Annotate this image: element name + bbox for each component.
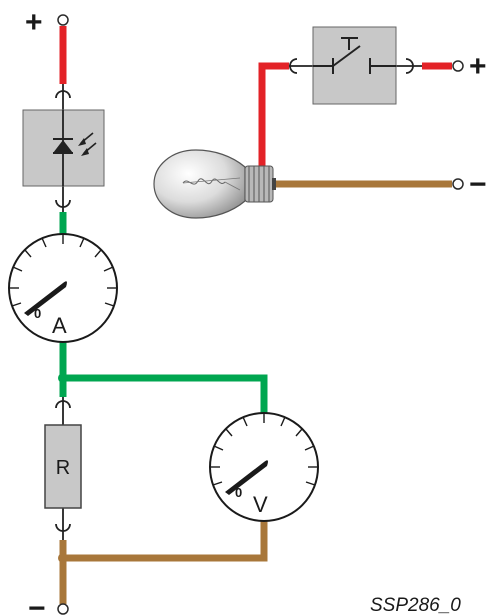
negative-sign: − [469, 168, 487, 201]
connector-jack [55, 508, 71, 540]
connector-jack [55, 186, 71, 212]
positive-sign: + [25, 6, 43, 39]
photodiode [22, 109, 105, 187]
ammeter-letter: A [52, 313, 67, 338]
pushbutton-switch [312, 26, 397, 105]
voltmeter-needle [225, 460, 268, 495]
photodiode-icon [53, 132, 97, 157]
light-bulb-icon [153, 149, 276, 219]
negative-wires [59, 180, 452, 604]
positive-wires [59, 26, 452, 175]
junction-dot [58, 373, 68, 383]
connector-jack [55, 397, 71, 425]
terminal-switch-positive: + [452, 50, 487, 83]
junction-dot [58, 553, 68, 563]
voltmeter: 0 V [209, 412, 319, 522]
voltmeter-zero-mark: 0 [235, 485, 242, 500]
measurement-wires [59, 212, 268, 414]
positive-sign: + [469, 50, 487, 83]
voltmeter-scale-ticks [210, 413, 318, 486]
connector-jack [289, 58, 313, 74]
reference-code: SSP286_0 [370, 595, 461, 616]
connector-jack [55, 84, 71, 110]
terminal-lamp-negative: − [452, 168, 487, 201]
negative-sign: − [28, 592, 46, 616]
terminal-negative-bottom: − [28, 592, 69, 616]
resistor-label: R [56, 457, 70, 479]
terminal-positive-top: + [25, 6, 69, 39]
ammeter-zero-mark: 0 [34, 306, 41, 321]
pushbutton-switch-icon [313, 37, 396, 74]
connector-jack [396, 58, 422, 74]
ammeter: 0 A [8, 233, 118, 343]
voltmeter-letter: V [253, 492, 268, 517]
resistor: R [44, 424, 82, 509]
ammeter-scale-ticks [9, 234, 117, 307]
ammeter-needle [24, 281, 67, 316]
